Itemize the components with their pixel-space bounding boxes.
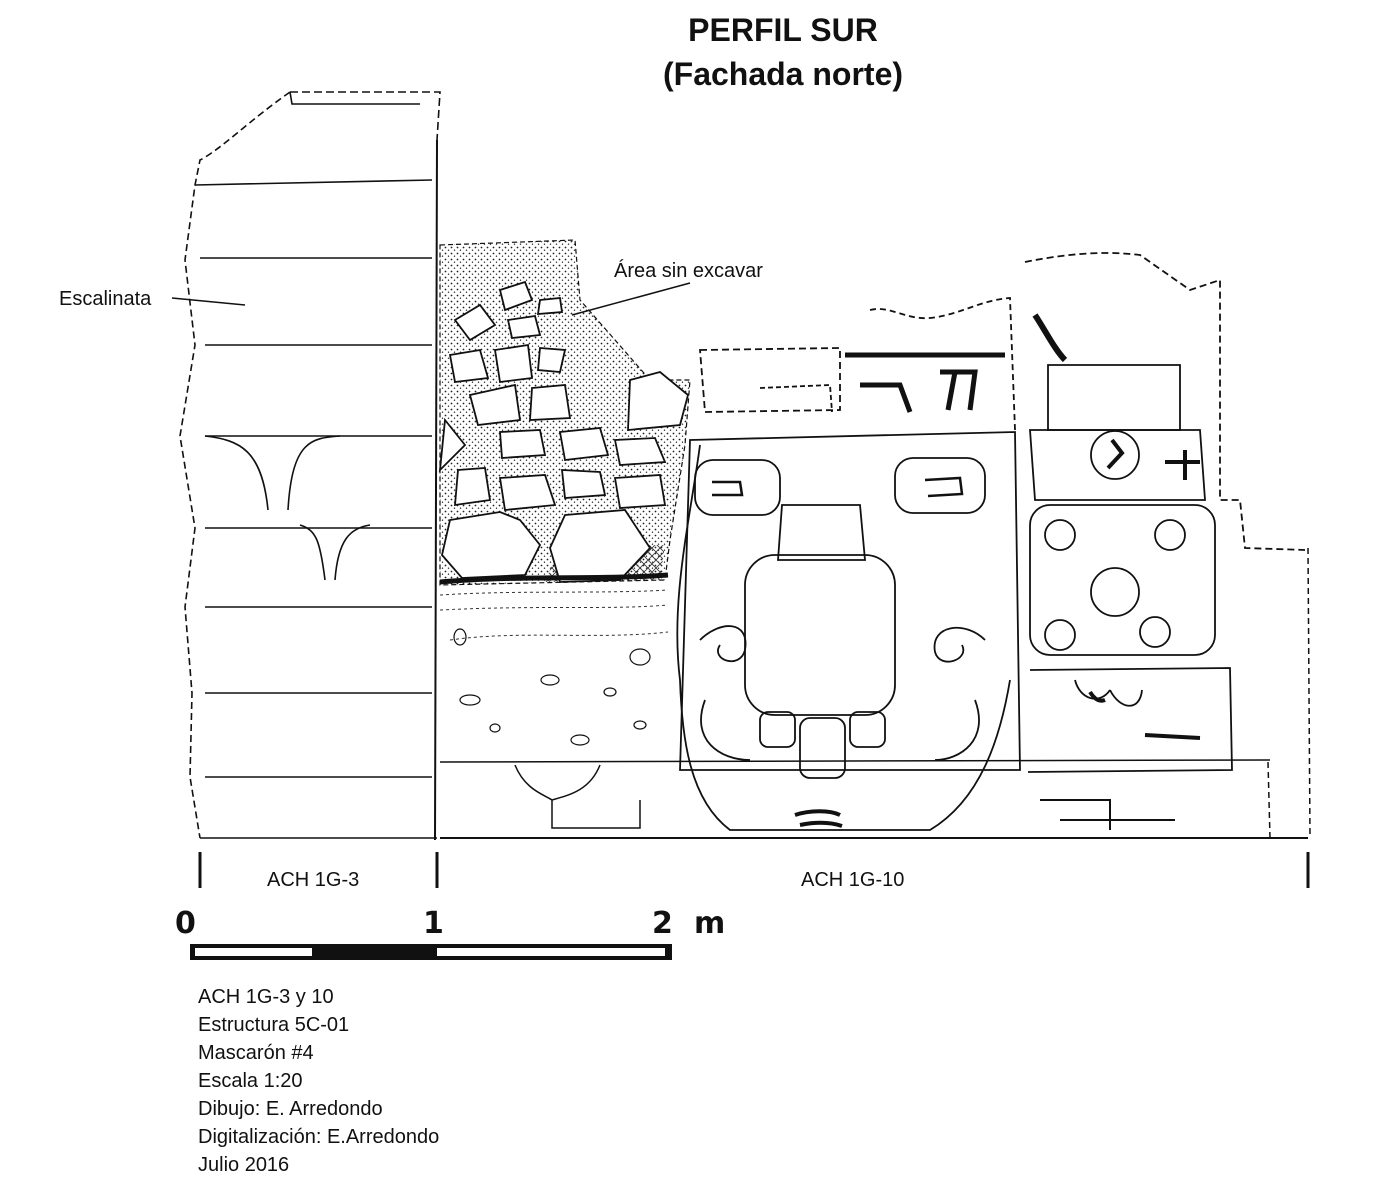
unit-label-left: ACH 1G-3	[267, 869, 360, 891]
info-line: Mascarón #4	[198, 1042, 314, 1064]
scale-two: 2	[652, 906, 673, 941]
scale-bar	[190, 944, 672, 960]
info-line: Digitalización: E.Arredondo	[198, 1126, 440, 1148]
scale-zero: 0	[175, 906, 196, 941]
escalinata-stairs	[179, 91, 441, 841]
info-line: Dibujo: E. Arredondo	[198, 1098, 383, 1120]
info-line: Estructura 5C-01	[198, 1014, 350, 1036]
area-leader	[571, 282, 691, 316]
info-block: ACH 1G-3 y 10 Estructura 5C-01 Mascarón …	[198, 983, 439, 1179]
escalinata-leader	[171, 297, 246, 306]
drawing-subtitle: (Fachada norte)	[662, 56, 904, 92]
drawing-title: PERFIL SUR	[688, 12, 878, 48]
scale-unit: m	[694, 906, 726, 941]
escalinata-label: Escalinata	[59, 288, 152, 310]
info-line: ACH 1G-3 y 10	[198, 986, 334, 1008]
scale-one: 1	[423, 906, 444, 941]
unit-ticks	[198, 852, 1310, 888]
area-sin-excavar	[438, 239, 691, 746]
unit-label-right: ACH 1G-10	[801, 869, 905, 891]
area-sin-excavar-label: Área sin excavar	[614, 260, 763, 282]
info-line: Julio 2016	[198, 1154, 290, 1176]
mascaron-mask	[676, 297, 1021, 831]
right-panel	[1024, 252, 1306, 830]
info-line: Escala 1:20	[198, 1070, 303, 1092]
